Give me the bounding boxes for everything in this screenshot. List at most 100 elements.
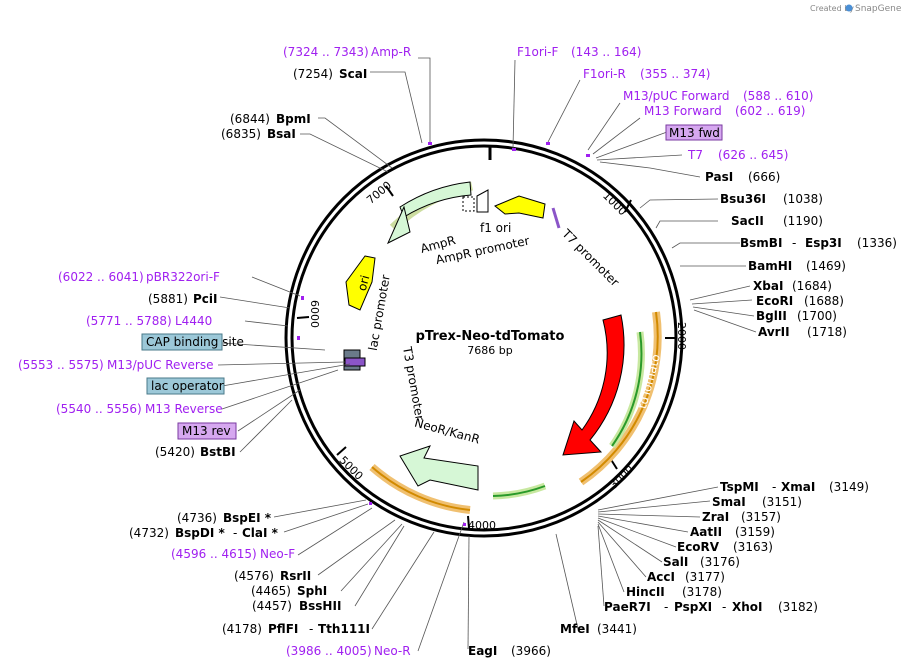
enzyme-pflfi-sep: - xyxy=(309,622,313,636)
enzyme-sphi: SphI xyxy=(297,584,327,598)
enzyme-xmai: XmaI xyxy=(781,480,815,494)
ori-arrow xyxy=(345,255,376,311)
enzyme-esp3i: Esp3I xyxy=(805,236,842,250)
tick-2000: 2000 xyxy=(675,322,688,350)
primer-neof-name: Neo-F xyxy=(260,547,295,561)
boxed-m13-rev: M13 rev xyxy=(182,424,231,438)
green-band-bottom-line xyxy=(492,485,546,497)
primer-ampr-name: Amp-R xyxy=(371,45,411,59)
boxed-m13-fwd: M13 fwd xyxy=(669,126,720,140)
primer-m13f-pos: (602 .. 619) xyxy=(735,104,805,118)
feature-neor: NeoR/KanR xyxy=(413,416,481,447)
enzyme-bpmi-pos: (6844) xyxy=(230,112,270,126)
tick-6000: 6000 xyxy=(308,300,321,328)
primer-t7-pos: (626 .. 645) xyxy=(718,148,788,162)
enzyme-bsshii-pos: (4457) xyxy=(252,599,292,613)
enzyme-bsmbi-pos: (1336) xyxy=(857,236,897,250)
enzyme-ecorv: EcoRV xyxy=(677,540,720,554)
tick-4000: 4000 xyxy=(468,519,496,532)
feature-t3-promoter: T3 promoter xyxy=(400,345,427,422)
feature-f1-ori: f1 ori xyxy=(480,221,511,235)
primer-t7-name: T7 xyxy=(687,148,703,162)
f1-ori-arrow xyxy=(494,195,546,219)
yellow-band-bottom-line xyxy=(371,466,471,511)
enzyme-rsrii: RsrII xyxy=(280,569,311,583)
m13-rev-box xyxy=(177,422,237,440)
enzyme-bsu36i-pos: (1038) xyxy=(783,192,823,206)
enzyme-sacii-pos: (1190) xyxy=(783,214,823,228)
enzyme-aatii-pos: (3159) xyxy=(735,525,775,539)
enzyme-paer7i-sep: - xyxy=(664,600,668,614)
primer-m13f-name: M13 Forward xyxy=(644,104,722,118)
enzyme-zrai: ZraI xyxy=(702,510,729,524)
enzyme-zrai-pos: (3157) xyxy=(741,510,781,524)
primer-site-markers xyxy=(297,142,590,526)
enzyme-pspxi: PspXI xyxy=(674,600,712,614)
enzyme-xbai: XbaI xyxy=(753,279,783,293)
enzyme-avrii-pos: (1718) xyxy=(807,325,847,339)
enzyme-bglii: BglII xyxy=(756,309,787,323)
enzyme-paer7i-sep2: - xyxy=(722,600,726,614)
enzyme-eagi-pos: (3966) xyxy=(511,644,551,658)
primer-pbr-name: pBR322ori-F xyxy=(146,270,220,284)
enzyme-sali-pos: (3176) xyxy=(700,555,740,569)
green-band-bottom xyxy=(492,482,547,500)
enzyme-bsmbi-sep: - xyxy=(792,236,796,250)
enzyme-pasi-pos: (666) xyxy=(748,170,780,184)
enzyme-bglii-pos: (1700) xyxy=(797,309,837,323)
enzyme-bspei: BspEI * xyxy=(223,511,272,525)
enzyme-sacii: SacII xyxy=(731,214,764,228)
leader-lines xyxy=(217,57,757,652)
enzyme-tspmi: TspMI xyxy=(720,480,759,494)
enzyme-clai: ClaI * xyxy=(242,526,279,540)
enzyme-pflfi: PflFI xyxy=(268,622,298,636)
enzyme-scai-pos: (7254) xyxy=(293,67,333,81)
enzyme-ecori: EcoRI xyxy=(756,294,793,308)
enzyme-bsai: BsaI xyxy=(267,127,296,141)
primer-neof-pos: (4596 .. 4615) xyxy=(171,547,257,561)
enzyme-bspdi: BspDI * xyxy=(175,526,225,540)
enzyme-bpmi: BpmI xyxy=(276,112,311,126)
enzyme-bsmbi: BsmBI xyxy=(740,236,782,250)
primer-l4440-pos: (5771 .. 5788) xyxy=(86,314,172,328)
enzyme-bspei-pos: (4736) xyxy=(177,511,217,525)
primer-neor-pos: (3986 .. 4005) xyxy=(286,644,372,658)
enzyme-xbai-pos: (1684) xyxy=(792,279,832,293)
enzyme-bspdi-sep: - xyxy=(233,526,237,540)
primer-f1orif-pos: (143 .. 164) xyxy=(571,45,641,59)
enzyme-bsu36i: Bsu36I xyxy=(720,192,766,206)
tick-3000: 3000 xyxy=(607,462,636,491)
primer-l4440-name: L4440 xyxy=(175,314,212,328)
green-band-right-line xyxy=(611,331,643,447)
enzyme-rsrii-pos: (4576) xyxy=(234,569,274,583)
enzyme-bamhi: BamHI xyxy=(748,259,792,273)
enzyme-pcii-pos: (5881) xyxy=(148,292,188,306)
primer-m13pucf-name: M13/pUC Forward xyxy=(623,89,730,103)
primer-m13pucf-pos: (588 .. 610) xyxy=(743,89,813,103)
enzyme-scai: ScaI xyxy=(339,67,367,81)
primer-m13pucr-pos: (5553 .. 5575) xyxy=(18,358,104,372)
primer-pbr-pos: (6022 .. 6041) xyxy=(58,270,144,284)
ampr-arrow-body xyxy=(399,181,472,218)
enzyme-pflfi-pos: (4178) xyxy=(222,622,262,636)
enzyme-paer7i: PaeR7I xyxy=(604,600,651,614)
tick-1000: 1000 xyxy=(600,189,629,218)
enzyme-bspdi-pos: (4732) xyxy=(129,526,169,540)
enzyme-xhoi: XhoI xyxy=(732,600,763,614)
enzyme-tspmi-sep: - xyxy=(772,480,776,494)
primer-f1orir-pos: (355 .. 374) xyxy=(640,67,710,81)
enzyme-avrii: AvrII xyxy=(758,325,790,339)
primer-f1orif-name: F1ori-F xyxy=(517,45,558,59)
cap-binding-box xyxy=(141,333,223,351)
enzyme-bamhi-pos: (1469) xyxy=(806,259,846,273)
enzyme-hincii: HincII xyxy=(626,585,665,599)
plasmid-name: pTrex-Neo-tdTomato xyxy=(416,329,565,344)
snapgene-logo-icon xyxy=(845,4,853,12)
neor-arrow xyxy=(399,445,479,491)
enzyme-ecorv-pos: (3163) xyxy=(733,540,773,554)
enzyme-acci-pos: (3177) xyxy=(685,570,725,584)
enzyme-acci: AccI xyxy=(647,570,675,584)
plasmid-length: 7686 bp xyxy=(467,344,512,357)
enzyme-mfei: MfeI xyxy=(560,622,590,636)
